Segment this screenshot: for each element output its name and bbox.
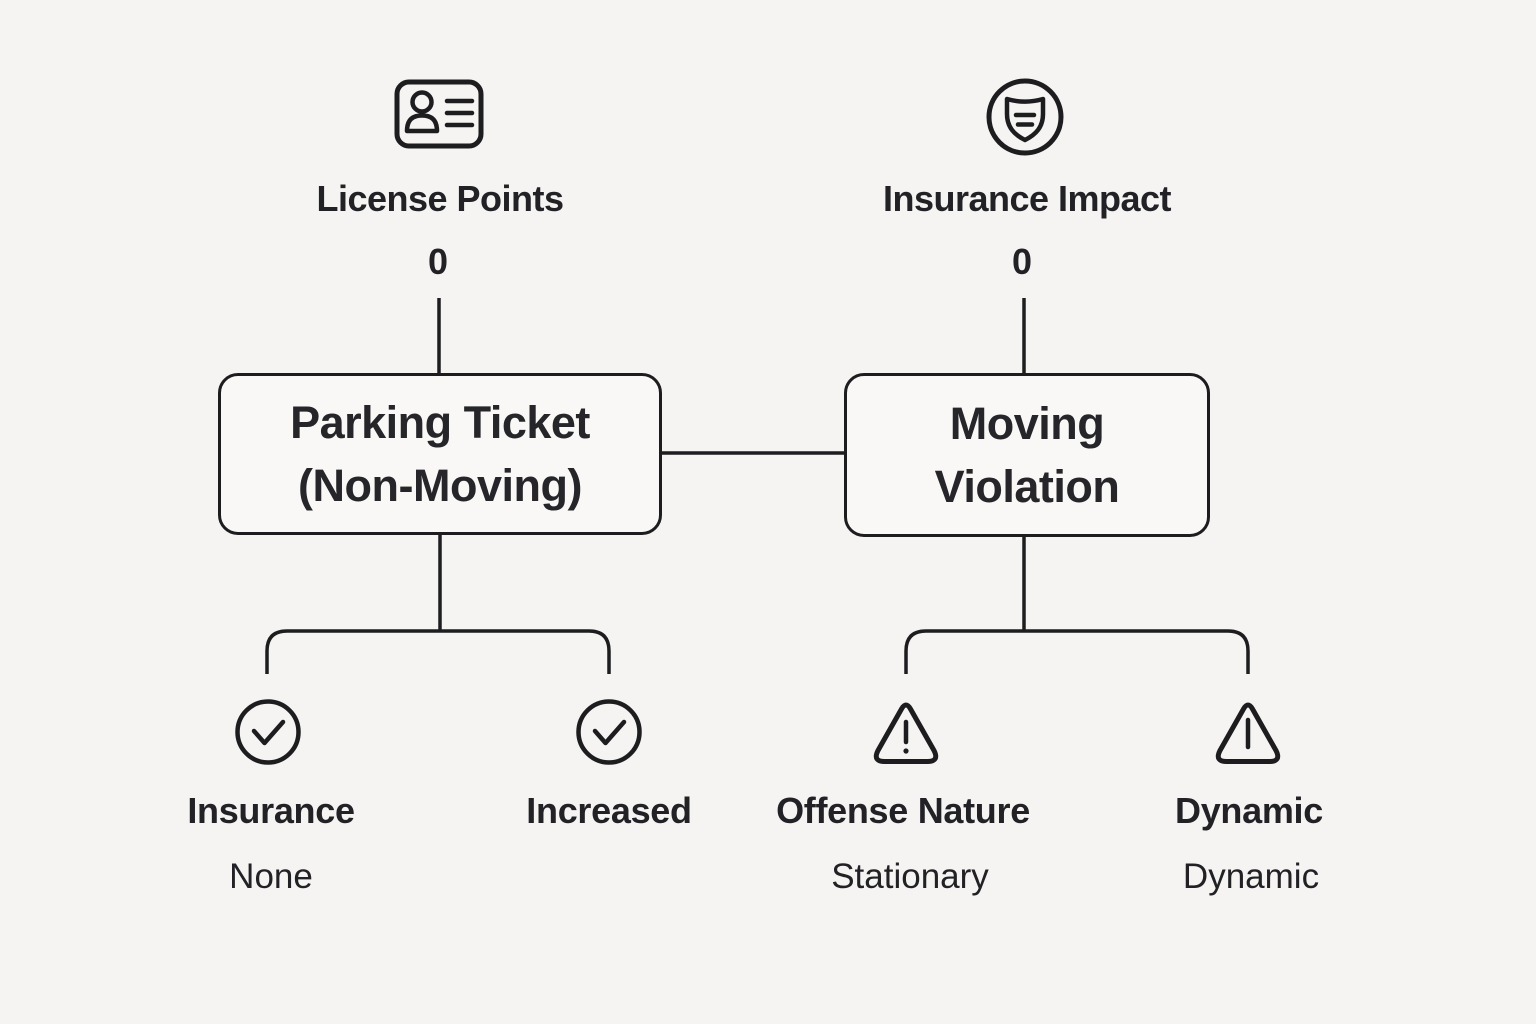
- leaf-dynamic-label: Dynamic: [1175, 790, 1323, 831]
- insurance-impact-label: Insurance Impact: [882, 178, 1172, 219]
- node-parking-ticket-title-line2: (Non-Moving): [298, 460, 582, 511]
- check-circle-icon: [235, 699, 301, 765]
- leaf-dynamic-value: Dynamic: [1182, 857, 1320, 896]
- license-points-value: 0: [427, 241, 449, 282]
- warning-triangle-icon: [1206, 692, 1290, 769]
- node-moving-violation-title-line2: Violation: [934, 461, 1120, 512]
- leaf-offense-nature-label: Offense Nature: [776, 790, 1030, 831]
- node-moving-violation-title: Moving Violation: [935, 392, 1120, 518]
- node-parking-ticket: Parking Ticket (Non-Moving): [218, 373, 662, 535]
- insurance-impact-value: 0: [1011, 241, 1033, 282]
- leaf-insurance-label: Insurance: [187, 790, 355, 831]
- node-parking-ticket-title-line1: Parking Ticket: [290, 397, 590, 448]
- license-points-label: License Points: [316, 178, 564, 219]
- connector-moving-bracket: [904, 629, 1250, 674]
- check-circle-icon: [576, 699, 642, 765]
- node-moving-violation: Moving Violation: [844, 373, 1210, 537]
- shield-circle-icon: [985, 77, 1065, 157]
- leaf-offense-nature-value: Stationary: [831, 857, 989, 896]
- warning-triangle-icon: [864, 692, 948, 769]
- leaf-insurance-value: None: [229, 857, 313, 896]
- leaf-increased-label: Increased: [526, 790, 692, 831]
- id-card-icon: [394, 79, 484, 149]
- node-parking-ticket-title: Parking Ticket (Non-Moving): [290, 391, 590, 517]
- node-moving-violation-title-line1: Moving: [949, 398, 1105, 449]
- connector-parking-bracket: [265, 629, 611, 674]
